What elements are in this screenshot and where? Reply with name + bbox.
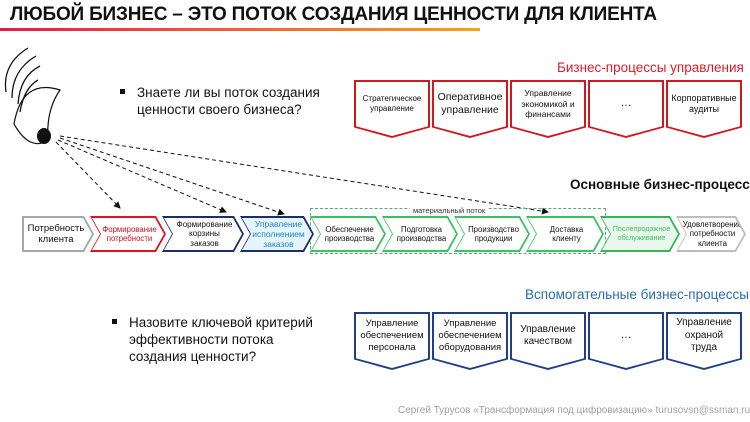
step-delivery: Доставка клиенту: [526, 216, 604, 252]
mgmt-finance: Управление экономикой и финансами: [510, 80, 586, 138]
page-title-text: ЛЮБОЙ БИЗНЕС – ЭТО ПОТОК СОЗДАНИЯ ЦЕННОС…: [10, 4, 657, 25]
step-order-execution: Управление исполнением заказов: [240, 216, 314, 252]
support-title: Вспомогательные бизнес-процессы: [525, 287, 749, 302]
sight-arrows: [55, 135, 549, 216]
step-production-prep: Подготовка производства: [382, 216, 458, 252]
step-production-supply: Обеспечение производства: [310, 216, 386, 252]
step-aftersales-label: Послепродажное обслуживание: [612, 224, 671, 242]
mgmt-more: …: [588, 80, 664, 138]
step-need-forming: Формирование потребности: [90, 216, 166, 252]
bullet-dot: [112, 319, 117, 324]
question-bottom-text: Назовите ключевой критерий эффективности…: [129, 315, 313, 364]
management-title: Бизнес-процессы управления: [557, 60, 744, 75]
page-title: ЛЮБОЙ БИЗНЕС – ЭТО ПОТОК СОЗДАНИЯ ЦЕННОС…: [10, 4, 740, 26]
title-underline: [0, 28, 480, 31]
mgmt-operational-label: Оперативное управление: [437, 90, 503, 116]
mgmt-finance-label: Управление экономикой и финансами: [521, 88, 575, 120]
core-title: Основные бизнес-процессы: [570, 177, 750, 192]
supp-equipment: Управление обеспечением оборудования: [432, 312, 508, 370]
mgmt-more-label: …: [620, 97, 632, 110]
step-order-basket: Формирование корзины заказов: [162, 216, 244, 252]
supp-safety: Управление охраной труда: [666, 312, 742, 370]
mgmt-strategic: Стратегическое управление: [354, 80, 430, 138]
step-order-execution-label: Управление исполнением заказов: [252, 218, 305, 250]
step-aftersales: Послепродажное обслуживание: [600, 216, 680, 252]
step-production-supply-label: Обеспечение производства: [324, 224, 375, 243]
supp-equipment-label: Управление обеспечением оборудования: [438, 318, 502, 353]
material-flow-label: материальный поток: [410, 206, 489, 215]
step-need-satisfied-label: Удовлетворение потребности клиента: [682, 219, 743, 248]
step-need-forming-label: Формирование потребности: [102, 224, 157, 243]
supp-quality: Управление качеством: [510, 312, 586, 370]
mgmt-strategic-label: Стратегическое управление: [362, 94, 422, 113]
footer-credit: Сергей Турусов «Трансформация под цифров…: [398, 405, 750, 416]
supp-quality-label: Управление качеством: [520, 323, 576, 348]
supp-personnel: Управление обеспечением персонала: [354, 312, 430, 370]
question-top-text: Знаете ли вы поток создания ценности сво…: [137, 85, 320, 117]
step-manufacturing: Производство продукции: [454, 216, 530, 252]
step-need-satisfied: Удовлетворение потребности клиента: [676, 216, 746, 252]
step-order-basket-label: Формирование корзины заказов: [176, 219, 233, 248]
supp-safety-label: Управление охраной труда: [676, 317, 732, 354]
question-top: Знаете ли вы поток создания ценности сво…: [120, 84, 320, 118]
supp-personnel-label: Управление обеспечением персонала: [360, 318, 424, 353]
supp-more-label: …: [620, 329, 632, 342]
bullet-dot: [120, 89, 125, 94]
eye-icon: [4, 47, 61, 145]
mgmt-audits: Корпоративные аудиты: [666, 80, 742, 138]
supp-more: …: [588, 312, 664, 370]
step-customer-need-label: Потребность клиента: [27, 222, 85, 245]
step-delivery-label: Доставка клиенту: [549, 224, 584, 243]
step-production-prep-label: Подготовка производства: [396, 224, 447, 243]
mgmt-audits-label: Корпоративные аудиты: [671, 92, 737, 114]
step-manufacturing-label: Производство продукции: [468, 224, 519, 243]
mgmt-operational: Оперативное управление: [432, 80, 508, 138]
step-customer-need: Потребность клиента: [22, 216, 94, 252]
question-bottom: Назовите ключевой критерий эффективности…: [112, 314, 330, 365]
